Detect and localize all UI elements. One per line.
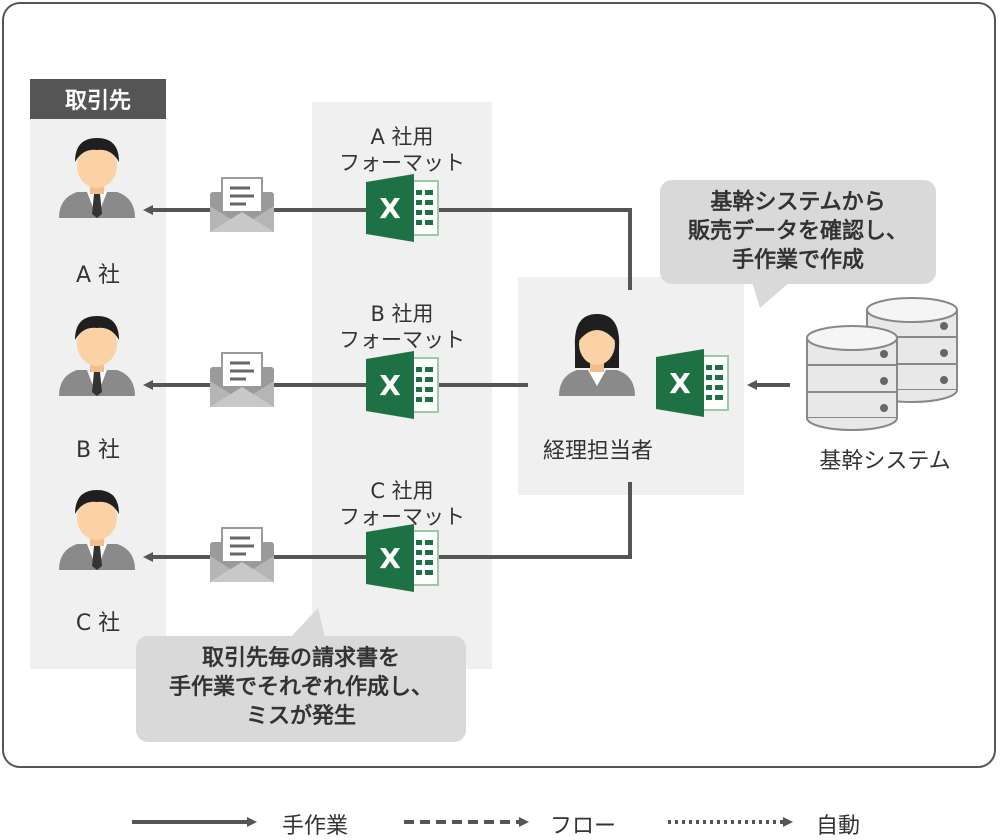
excel-icon-a: [365, 173, 439, 243]
bubble-bottom-tail: [290, 608, 325, 638]
client-label-a: A 社: [75, 263, 121, 288]
client-label-c: C 社: [75, 611, 121, 636]
mail-icon-a: [208, 176, 276, 234]
mail-icon-c: [208, 526, 276, 584]
excel-icon-c: [365, 523, 439, 593]
excel-icon-b: [365, 350, 439, 420]
format-label-b: B 社用フォーマット: [339, 302, 465, 352]
client-label-b: B 社: [75, 438, 121, 463]
person-icon-c: [59, 490, 135, 570]
flow-line-c: [143, 482, 632, 562]
database-icon-front: [806, 325, 898, 431]
flow-line-a: [143, 205, 632, 290]
legend-label-dotted: 自動: [816, 814, 861, 839]
format-label-c: C 社用フォーマット: [339, 479, 465, 529]
legend-label-solid: 手作業: [282, 814, 349, 839]
person-icon-b: [59, 316, 135, 396]
accountant-label: 経理担当者: [542, 439, 653, 464]
system-label: 基幹システム: [819, 449, 951, 474]
bubble-right: 基幹システムから 販売データを確認し、 手作業で作成: [660, 180, 936, 284]
legend-label-dashed: フロー: [550, 814, 617, 839]
clients-header: 取引先: [30, 79, 166, 119]
excel-icon-accountant: [655, 348, 729, 418]
person-icon-a: [59, 138, 135, 218]
bubble-right-tail: [752, 282, 790, 308]
format-label-a: A 社用フォーマット: [339, 125, 465, 175]
bubble-bottom: 取引先毎の請求書を 手作業でそれぞれ作成し、 ミスが発生: [136, 636, 466, 742]
mail-icon-b: [208, 351, 276, 409]
accountant-icon: [559, 314, 635, 396]
